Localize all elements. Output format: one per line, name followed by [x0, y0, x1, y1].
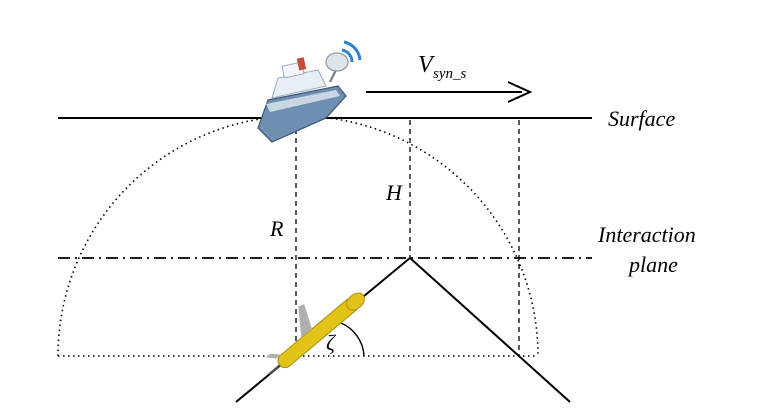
- ship-icon: [257, 40, 362, 143]
- velocity-arrow-head: [507, 81, 533, 103]
- ship-deck: [266, 90, 340, 112]
- ship-funnel: [296, 57, 307, 71]
- interaction-plane-label-line2: plane: [627, 252, 678, 277]
- glider-rudder: [265, 353, 282, 359]
- angle-label: ζ: [326, 330, 337, 355]
- underwater-glider-icon: [265, 292, 365, 375]
- coverage-hemisphere: [57, 115, 539, 357]
- range-label: R: [269, 216, 284, 241]
- glider-tail: [268, 364, 281, 375]
- glider-descent-path: [409, 257, 571, 403]
- glider-nose: [346, 292, 365, 311]
- satellite-antenna-icon: [325, 40, 362, 83]
- velocity-subscript: syn_s: [433, 66, 466, 82]
- angle-arc: [340, 322, 365, 357]
- depth-label: H: [385, 180, 403, 205]
- velocity-label: V: [418, 52, 435, 78]
- ship-hull: [257, 85, 347, 143]
- glider-wing: [298, 304, 312, 338]
- surface-label: Surface: [608, 106, 675, 131]
- interaction-plane-label-line1: Interaction: [597, 222, 696, 247]
